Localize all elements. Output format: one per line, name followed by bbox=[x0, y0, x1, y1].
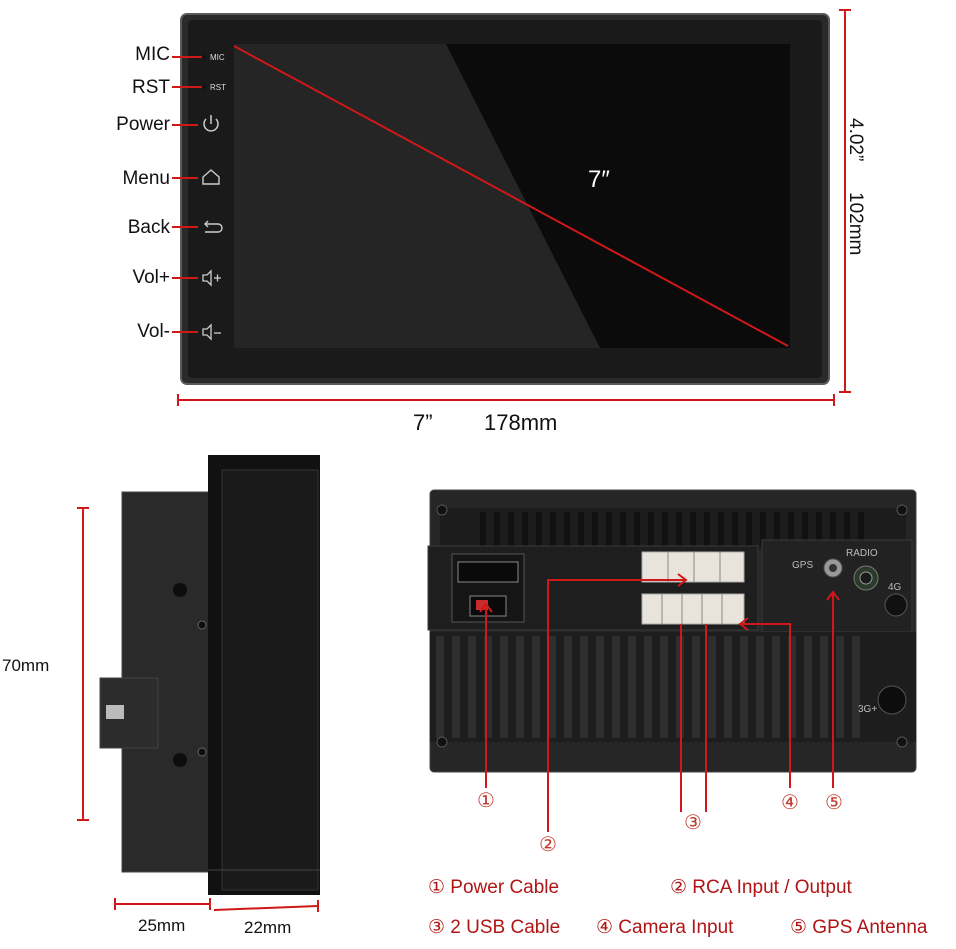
power-icon bbox=[203, 115, 219, 132]
callout-4: ④ bbox=[781, 792, 799, 814]
4g-connector bbox=[884, 593, 908, 617]
side-view bbox=[99, 455, 320, 895]
diagonal-label: 7″ bbox=[588, 166, 610, 193]
callout-3: ③ bbox=[684, 812, 702, 834]
callout-1: ① bbox=[477, 790, 495, 812]
4g-text: 4G bbox=[888, 582, 902, 593]
side-depth-dimension bbox=[114, 898, 319, 912]
rst-small-label: RST bbox=[210, 83, 226, 92]
height-mm-label: 102mm bbox=[845, 192, 866, 256]
legend-gps: ⑤ GPS Antenna bbox=[790, 917, 928, 938]
volume-down-icon bbox=[202, 323, 221, 341]
reset-hole-icon bbox=[202, 85, 206, 89]
side-depth-front-label: 22mm bbox=[244, 918, 292, 937]
3g-text: 3G+ bbox=[858, 704, 878, 715]
radio-text: RADIO bbox=[846, 548, 878, 559]
vol-up-label: Vol+ bbox=[132, 267, 170, 288]
height-inch-label: 4.02” bbox=[845, 118, 866, 162]
menu-label: Menu bbox=[122, 168, 170, 189]
mic-hole-icon bbox=[202, 55, 206, 59]
back-view bbox=[427, 489, 917, 773]
vol-down-label: Vol- bbox=[137, 321, 170, 342]
home-icon bbox=[202, 169, 220, 185]
width-inch-label: 7” bbox=[413, 410, 433, 435]
back-label: Back bbox=[127, 217, 170, 238]
volume-up-icon bbox=[202, 269, 221, 287]
legend-usb: ③ 2 USB Cable bbox=[428, 917, 561, 938]
diagonal-line bbox=[233, 45, 789, 347]
mic-label: MIC bbox=[135, 44, 170, 65]
rst-label: RST bbox=[132, 77, 170, 98]
legend-power-cable: ① Power Cable bbox=[428, 877, 560, 898]
side-depth-body-label: 25mm bbox=[138, 916, 186, 935]
legend-rca: ② RCA Input / Output bbox=[670, 877, 852, 898]
mic-small-label: MIC bbox=[210, 53, 225, 62]
callout-2: ② bbox=[539, 834, 557, 856]
3g-connector bbox=[877, 685, 907, 715]
legend-camera: ④ Camera Input bbox=[596, 917, 734, 938]
back-icon bbox=[204, 220, 223, 233]
side-height-dimension bbox=[77, 507, 89, 821]
width-dimension bbox=[177, 394, 835, 406]
height-dimension bbox=[839, 9, 851, 393]
side-height-label: 70mm bbox=[2, 656, 50, 675]
callout-5: ⑤ bbox=[825, 792, 843, 814]
width-mm-label: 178mm bbox=[484, 410, 558, 435]
gps-text: GPS bbox=[792, 560, 814, 571]
power-label: Power bbox=[116, 114, 170, 135]
screen-reflection bbox=[234, 44, 600, 348]
